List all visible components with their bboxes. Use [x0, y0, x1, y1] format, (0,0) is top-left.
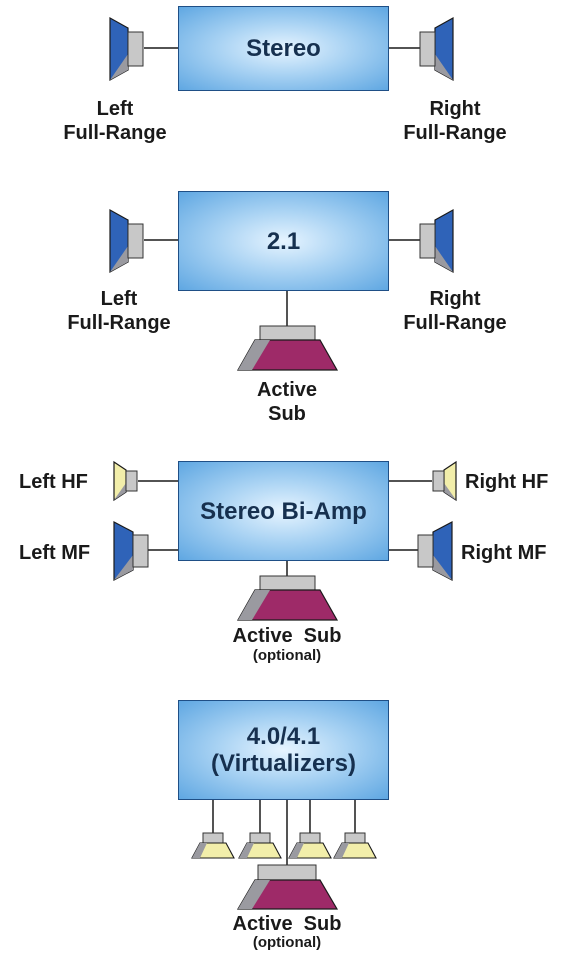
virt-hf-speaker-4-icon [333, 832, 377, 859]
bi-amp-sub-note: (optional) [252, 647, 322, 664]
stereo-box: Stereo [178, 6, 389, 91]
virt-hf-speaker-1-icon [191, 832, 235, 859]
stereo-left-label: Left Full-Range [63, 98, 167, 144]
two-one-sub-speaker-icon [236, 325, 339, 371]
bi-amp-sub-label: Active Sub [232, 625, 342, 647]
stereo-left-speaker-icon [109, 16, 144, 82]
two-one-group [109, 208, 454, 371]
two-one-right-speaker-icon [419, 208, 454, 274]
two-one-box: 2.1 [178, 191, 389, 291]
bi-amp-left-hf-label: Left HF [19, 471, 88, 493]
virtualizer-sub-label: Active Sub [232, 913, 342, 935]
bi-amp-right-hf-speaker-icon [432, 460, 457, 502]
stereo-right-speaker-icon [419, 16, 454, 82]
stereo-box-title: Stereo [246, 35, 321, 62]
virt-hf-speaker-2-icon [238, 832, 282, 859]
two-one-left-speaker-icon [109, 208, 144, 274]
two-one-left-label: Left Full-Range [67, 288, 171, 334]
virtualizer-box-title: 4.0/4.1 (Virtualizers) [211, 723, 356, 777]
bi-amp-right-hf-label: Right HF [465, 471, 549, 493]
virtualizer-box: 4.0/4.1 (Virtualizers) [178, 700, 389, 800]
bi-amp-box: Stereo Bi-Amp [178, 461, 389, 561]
two-one-box-title: 2.1 [266, 227, 301, 255]
bi-amp-left-hf-speaker-icon [113, 460, 138, 502]
two-one-right-label: Right Full-Range [403, 288, 507, 334]
bi-amp-group [113, 460, 457, 621]
virt-hf-speaker-3-icon [288, 832, 332, 859]
virtualizer-sub-note: (optional) [252, 934, 322, 951]
virtualizer-group [191, 799, 377, 910]
two-one-sub-label: Active Sub [256, 379, 318, 425]
stereo-group [109, 16, 454, 82]
bi-amp-box-title: Stereo Bi-Amp [200, 497, 367, 525]
bi-amp-right-mf-label: Right MF [461, 542, 547, 564]
stereo-right-label: Right Full-Range [403, 98, 507, 144]
bi-amp-sub-speaker-icon [236, 575, 339, 621]
virt-sub-speaker-icon [236, 864, 339, 910]
bi-amp-left-mf-speaker-icon [113, 521, 149, 581]
bi-amp-right-mf-speaker-icon [417, 521, 453, 581]
bi-amp-left-mf-label: Left MF [19, 542, 91, 564]
